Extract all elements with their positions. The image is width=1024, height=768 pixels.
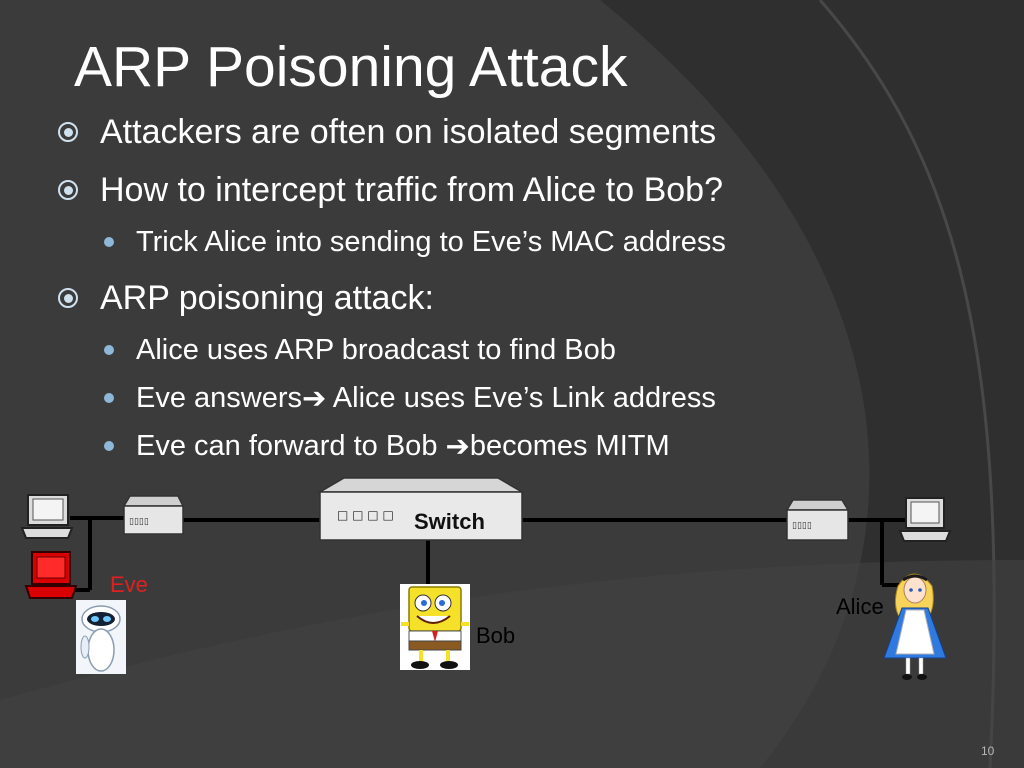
arrow-icon: ➔ [302,382,327,415]
sub-bullet-item: Alice uses ARP broadcast to find Bob [104,330,616,370]
bullet-text: Trick Alice into sending to Eve’s MAC ad… [136,225,726,258]
computer-icon [24,551,78,599]
bullet-text-continued: becomes MITM [469,429,670,462]
hub-ports: ▯▯▯▯ [129,517,149,527]
bullet-text: ARP poisoning attack: [100,278,434,317]
sub-bullet-item: Eve can forward to Bob ➔ becomes MITM [104,426,670,466]
radio-bullet-icon [58,122,78,142]
bullet-text: Alice uses ARP broadcast to find Bob [136,333,616,366]
radio-bullet-icon [58,180,78,200]
dot-bullet-icon [104,393,114,403]
computer-icon [898,497,952,542]
girl-avatar-icon [883,573,947,680]
bullet-item: ARP poisoning attack: [58,276,434,320]
bob-label: Bob [476,623,516,648]
sub-bullet-item: Trick Alice into sending to Eve’s MAC ad… [104,222,726,262]
switch-icon [317,477,525,541]
radio-bullet-icon [58,288,78,308]
bullet-text: How to intercept traffic from Alice to B… [100,170,723,209]
eve-label: Eve [110,572,148,597]
sub-bullet-item: Eve answers ➔ Alice uses Eve’s Link addr… [104,378,716,418]
bullet-text: Eve can forward to Bob [136,429,446,462]
bullet-item: Attackers are often on isolated segments [58,110,716,154]
bullet-text-continued: Alice uses Eve’s Link address [326,381,716,414]
arrow-icon: ➔ [445,430,470,463]
slide-title: ARP Poisoning Attack [74,35,628,99]
computer-icon [20,494,74,539]
slide-number: 10 [981,744,995,758]
robot-avatar-icon [76,600,126,674]
bullet-item: How to intercept traffic from Alice to B… [58,168,723,212]
switch-label: Switch [414,509,485,534]
hub-ports: ▯▯▯▯ [792,521,812,531]
switch-ports: □ □ □ □ [337,508,394,522]
hub-icon [785,499,850,541]
dot-bullet-icon [104,237,114,247]
sponge-avatar-icon [400,584,470,670]
bullet-text: Attackers are often on isolated segments [100,112,717,151]
dot-bullet-icon [104,345,114,355]
network-wires [70,516,905,592]
alice-label: Alice [836,594,884,619]
bullet-text: Eve answers [136,381,303,414]
dot-bullet-icon [104,441,114,451]
hub-icon [122,495,185,535]
